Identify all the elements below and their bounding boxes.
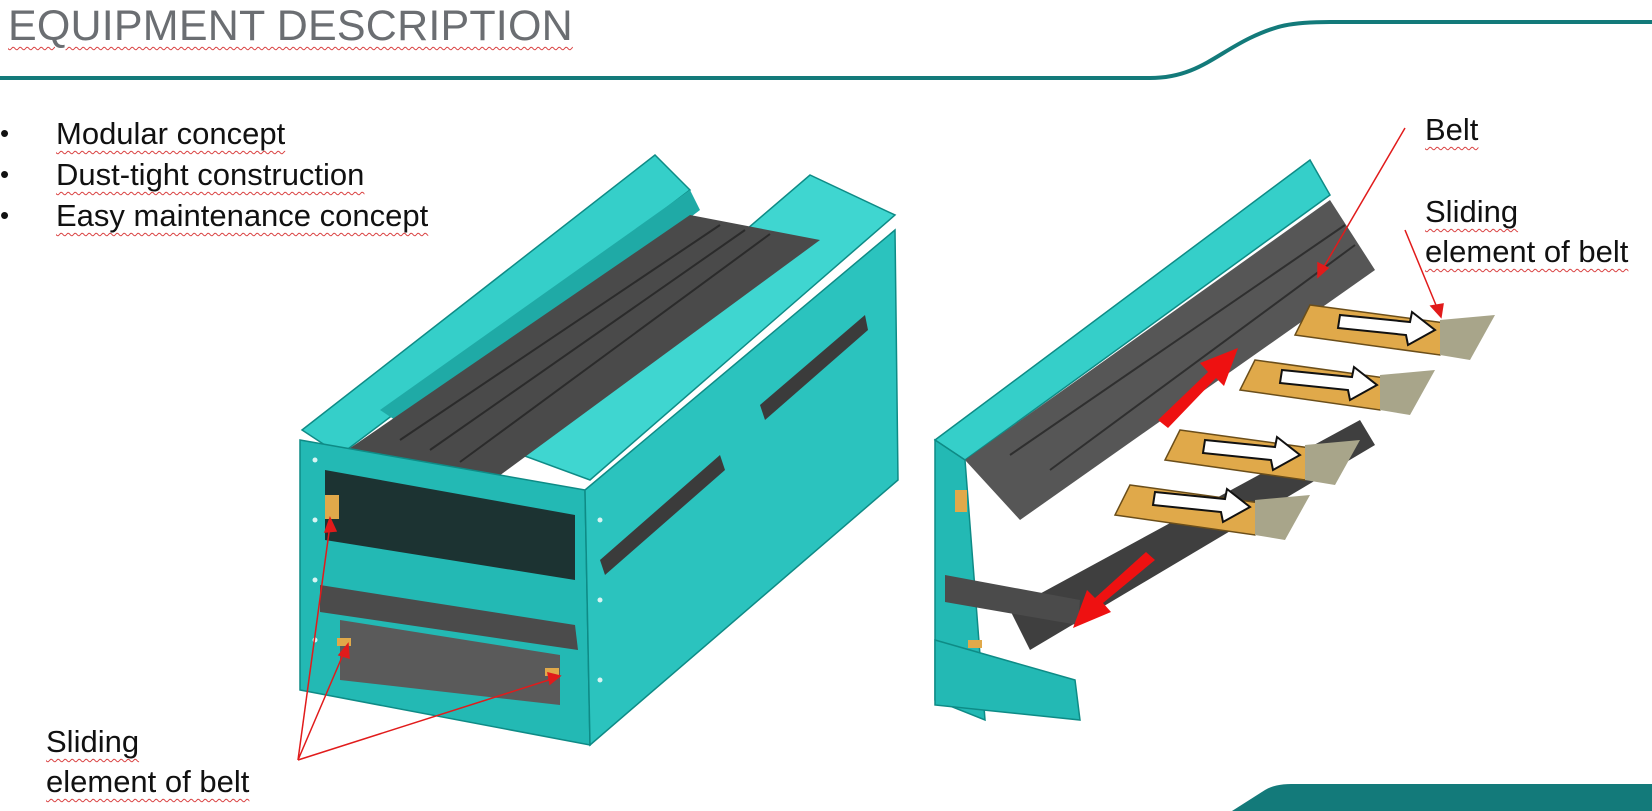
housing-inner-chain (340, 215, 820, 490)
white-direction-arrow-icon (1151, 310, 1437, 524)
label-belt: Belt (1425, 112, 1479, 147)
label-line: element of belt (46, 764, 250, 799)
bullet-list: Modular concept Dust-tight construction … (0, 113, 428, 236)
housing-side-panel-right (584, 228, 899, 747)
label-line: Sliding (1425, 194, 1519, 229)
housing-side-panel-front (299, 439, 591, 746)
page-title: EQUIPMENT DESCRIPTION (8, 2, 573, 50)
label-sliding-element-right: Sliding element of belt (1425, 192, 1628, 272)
label-sliding-element-left: Sliding element of belt (46, 722, 249, 802)
label-line: Sliding (46, 724, 140, 759)
red-direction-arrow-icon (1073, 348, 1238, 628)
label-line: element of belt (1425, 234, 1629, 269)
annotation-lines-left (297, 516, 562, 761)
bullet-item: Modular concept (0, 113, 428, 154)
opened-housing-front (934, 438, 1081, 722)
annotation-lines-right (1317, 127, 1444, 319)
bullet-item: Dust-tight construction (0, 154, 428, 195)
bullet-item: Easy maintenance concept (0, 195, 428, 236)
footer-teal-band (1232, 784, 1652, 811)
